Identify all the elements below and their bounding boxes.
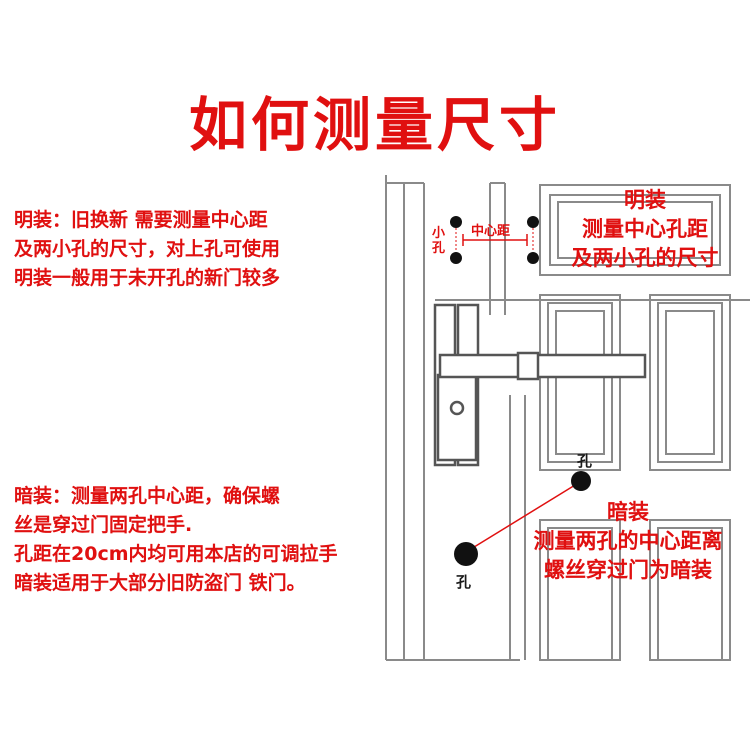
- label-line: 暗装: [607, 500, 649, 524]
- door-panel: [539, 294, 621, 471]
- small-hole-label: 小孔: [432, 226, 446, 256]
- door-panel: [555, 310, 605, 455]
- door-panel: [547, 527, 613, 661]
- concealed-install-label: 暗装 测量两孔的中心距离 螺丝穿过门为暗装: [518, 498, 738, 585]
- description-line: 孔距在20cm内均可用本店的可调拉手: [14, 543, 338, 565]
- small-hole-dot: [450, 252, 462, 264]
- door-illustration: [385, 175, 750, 661]
- page-title: 如何测量尺寸: [188, 91, 561, 159]
- hole-dot: [454, 542, 478, 566]
- handle-plate: [433, 303, 647, 467]
- concealed-install-description: 暗装：测量两孔中心距，确保螺 丝是穿过门固定把手. 孔距在20cm内均可用本店的…: [14, 482, 338, 598]
- door-panel: [657, 302, 723, 463]
- description-line: 暗装：测量两孔中心距，确保螺: [14, 485, 281, 507]
- hole-dot: [571, 471, 591, 491]
- label-line: 明装: [624, 188, 666, 212]
- small-hole-dot: [527, 252, 539, 264]
- description-line: 明装一般用于未开孔的新门较多: [14, 267, 281, 289]
- small-hole-dot: [527, 216, 539, 228]
- label-line: 测量两孔的中心距离: [533, 529, 723, 553]
- door-panel: [557, 201, 713, 259]
- door-panel: [657, 527, 723, 661]
- concealed-hole-diagram: [454, 471, 591, 566]
- description-line: 明装：旧换新 需要测量中心距: [14, 209, 268, 231]
- door-panel: [547, 302, 613, 463]
- visible-install-description: 明装：旧换新 需要测量中心距 及两小孔的尺寸，对上孔可使用 明装一般用于未开孔的…: [14, 206, 280, 293]
- visible-hole-diagram: [450, 216, 539, 264]
- door-panel: [539, 184, 731, 276]
- description-line: 丝是穿过门固定把手.: [14, 514, 193, 536]
- top-hole-label: 孔: [577, 452, 593, 470]
- door-panel: [665, 310, 715, 455]
- center-distance-line: [465, 481, 581, 553]
- small-hole-dot: [450, 216, 462, 228]
- label-line: 螺丝穿过门为暗装: [544, 558, 712, 582]
- door-panel: [649, 294, 731, 471]
- door-panel: [549, 194, 721, 266]
- label-line: 及两小孔的尺寸: [571, 246, 719, 270]
- description-line: 及两小孔的尺寸，对上孔可使用: [14, 238, 281, 260]
- description-line: 暗装适用于大部分旧防盗门 铁门。: [14, 572, 306, 594]
- label-line: 测量中心孔距: [582, 217, 708, 241]
- bottom-hole-label: 孔: [456, 573, 472, 591]
- visible-install-label: 明装 测量中心孔距 及两小孔的尺寸: [552, 186, 738, 273]
- center-distance-label: 中心距: [471, 224, 511, 239]
